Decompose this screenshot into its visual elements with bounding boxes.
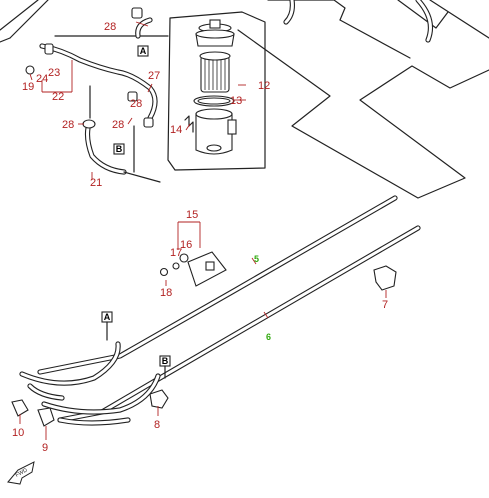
part-label-18: 18	[160, 287, 172, 299]
vehicle-frame-outline	[0, 0, 489, 199]
part-number-labels: 12 13 14 15 16 17 18 19 21 22 23 24 27 2…	[12, 21, 388, 454]
connector-a-bottom: A	[101, 311, 113, 341]
connector-b-top: B	[113, 143, 125, 155]
connector-b-top-label: B	[116, 144, 123, 154]
connector-a-top: A	[137, 45, 149, 57]
part-label-28-left: 28	[62, 119, 74, 131]
connector-a-top-label: A	[140, 46, 147, 56]
connector-a-bottom-label: A	[104, 312, 111, 322]
part-label-7: 7	[382, 299, 388, 311]
part-label-16: 16	[180, 239, 192, 251]
upper-fuel-hoses	[25, 0, 433, 183]
part-label-13: 13	[230, 95, 242, 107]
leader-lines	[19, 21, 387, 440]
part-label-8: 8	[154, 419, 160, 431]
part-label-24: 24	[36, 73, 48, 85]
part-label-22: 22	[52, 91, 64, 103]
part-label-19: 19	[22, 81, 34, 93]
part-label-6: 6	[266, 332, 271, 342]
part-label-5: 5	[254, 254, 259, 264]
connector-b-bottom: B	[159, 355, 171, 379]
main-fuel-lines	[19, 195, 421, 426]
part-label-21: 21	[90, 177, 102, 189]
part-label-10: 10	[12, 427, 24, 439]
part-label-12: 12	[258, 80, 270, 92]
part-label-15: 15	[186, 209, 198, 221]
part-label-17: 17	[170, 247, 182, 259]
connector-b-bottom-label: B	[162, 356, 169, 366]
fuel-line-bracket	[159, 251, 227, 287]
part-label-28-middle: 28	[130, 98, 142, 110]
part-label-23: 23	[48, 67, 60, 79]
part-label-27: 27	[148, 70, 160, 82]
part-label-28-top: 28	[104, 21, 116, 33]
line-clips	[11, 265, 397, 427]
part-label-14: 14	[170, 124, 182, 136]
part-label-9: 9	[42, 442, 48, 454]
front-arrow-label: FWD	[15, 468, 29, 479]
fuel-pump-assembly	[167, 11, 266, 171]
front-direction-arrow-icon: FWD	[7, 461, 35, 485]
part-label-28-right: 28	[112, 119, 124, 131]
